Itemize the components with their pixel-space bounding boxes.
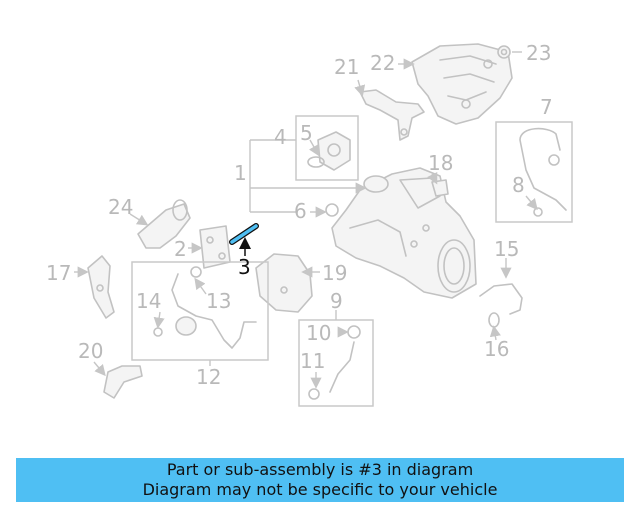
callout-17: 17 xyxy=(46,261,71,285)
callout-8: 8 xyxy=(512,173,525,197)
callout-15: 15 xyxy=(494,237,519,261)
callout-9: 9 xyxy=(330,289,343,313)
callout-1: 1 xyxy=(234,161,247,185)
callout-24: 24 xyxy=(108,195,133,219)
oil-line-part xyxy=(519,127,567,217)
banner-line-2: Diagram may not be specific to your vehi… xyxy=(142,480,498,499)
return-line-part xyxy=(308,325,361,400)
callout-19: 19 xyxy=(322,261,347,285)
callout-10: 10 xyxy=(306,321,331,345)
nut-part xyxy=(497,45,511,59)
callout-12: 12 xyxy=(196,365,221,389)
callout-16: 16 xyxy=(484,337,509,361)
info-banner: Part or sub-assembly is #3 in diagram Di… xyxy=(16,458,624,502)
callout-11: 11 xyxy=(300,349,325,373)
feed-line-part xyxy=(479,283,523,328)
callout-5: 5 xyxy=(300,121,313,145)
callout-7: 7 xyxy=(540,95,553,119)
bracket-part xyxy=(359,89,425,141)
banner-line-1: Part or sub-assembly is #3 in diagram xyxy=(166,460,474,479)
support-bracket-part xyxy=(87,255,115,319)
callout-2: 2 xyxy=(174,237,187,261)
callout-22: 22 xyxy=(370,51,395,75)
callout-20: 20 xyxy=(78,339,103,363)
callout-6: 6 xyxy=(294,199,307,223)
sub-assembly-box-7 xyxy=(495,121,573,223)
callout-3: 3 xyxy=(238,255,251,279)
turbocharger-part xyxy=(331,167,477,299)
seal-ring-part xyxy=(325,203,339,217)
callout-23: 23 xyxy=(526,41,551,65)
rear-bracket-part xyxy=(103,365,143,399)
parts-diagram: 1 2 3 4 5 6 7 8 9 10 11 12 13 14 15 16 1… xyxy=(46,41,573,407)
callout-14: 14 xyxy=(136,289,161,313)
highlighted-part-3 xyxy=(229,223,259,245)
leader-lines xyxy=(74,51,538,389)
callout-18: 18 xyxy=(428,151,453,175)
heat-shield-lower-part xyxy=(255,253,313,313)
callout-13: 13 xyxy=(206,289,231,313)
gasket-part xyxy=(199,225,231,269)
sub-assembly-box-12 xyxy=(131,261,269,361)
callout-4: 4 xyxy=(274,125,287,149)
heat-shield-part xyxy=(411,43,513,125)
actuator-part xyxy=(307,131,351,171)
callout-21: 21 xyxy=(334,55,359,79)
coolant-pipe-part xyxy=(153,266,257,349)
intake-pipe-part xyxy=(137,199,191,249)
sub-assembly-box-4 xyxy=(295,115,359,181)
